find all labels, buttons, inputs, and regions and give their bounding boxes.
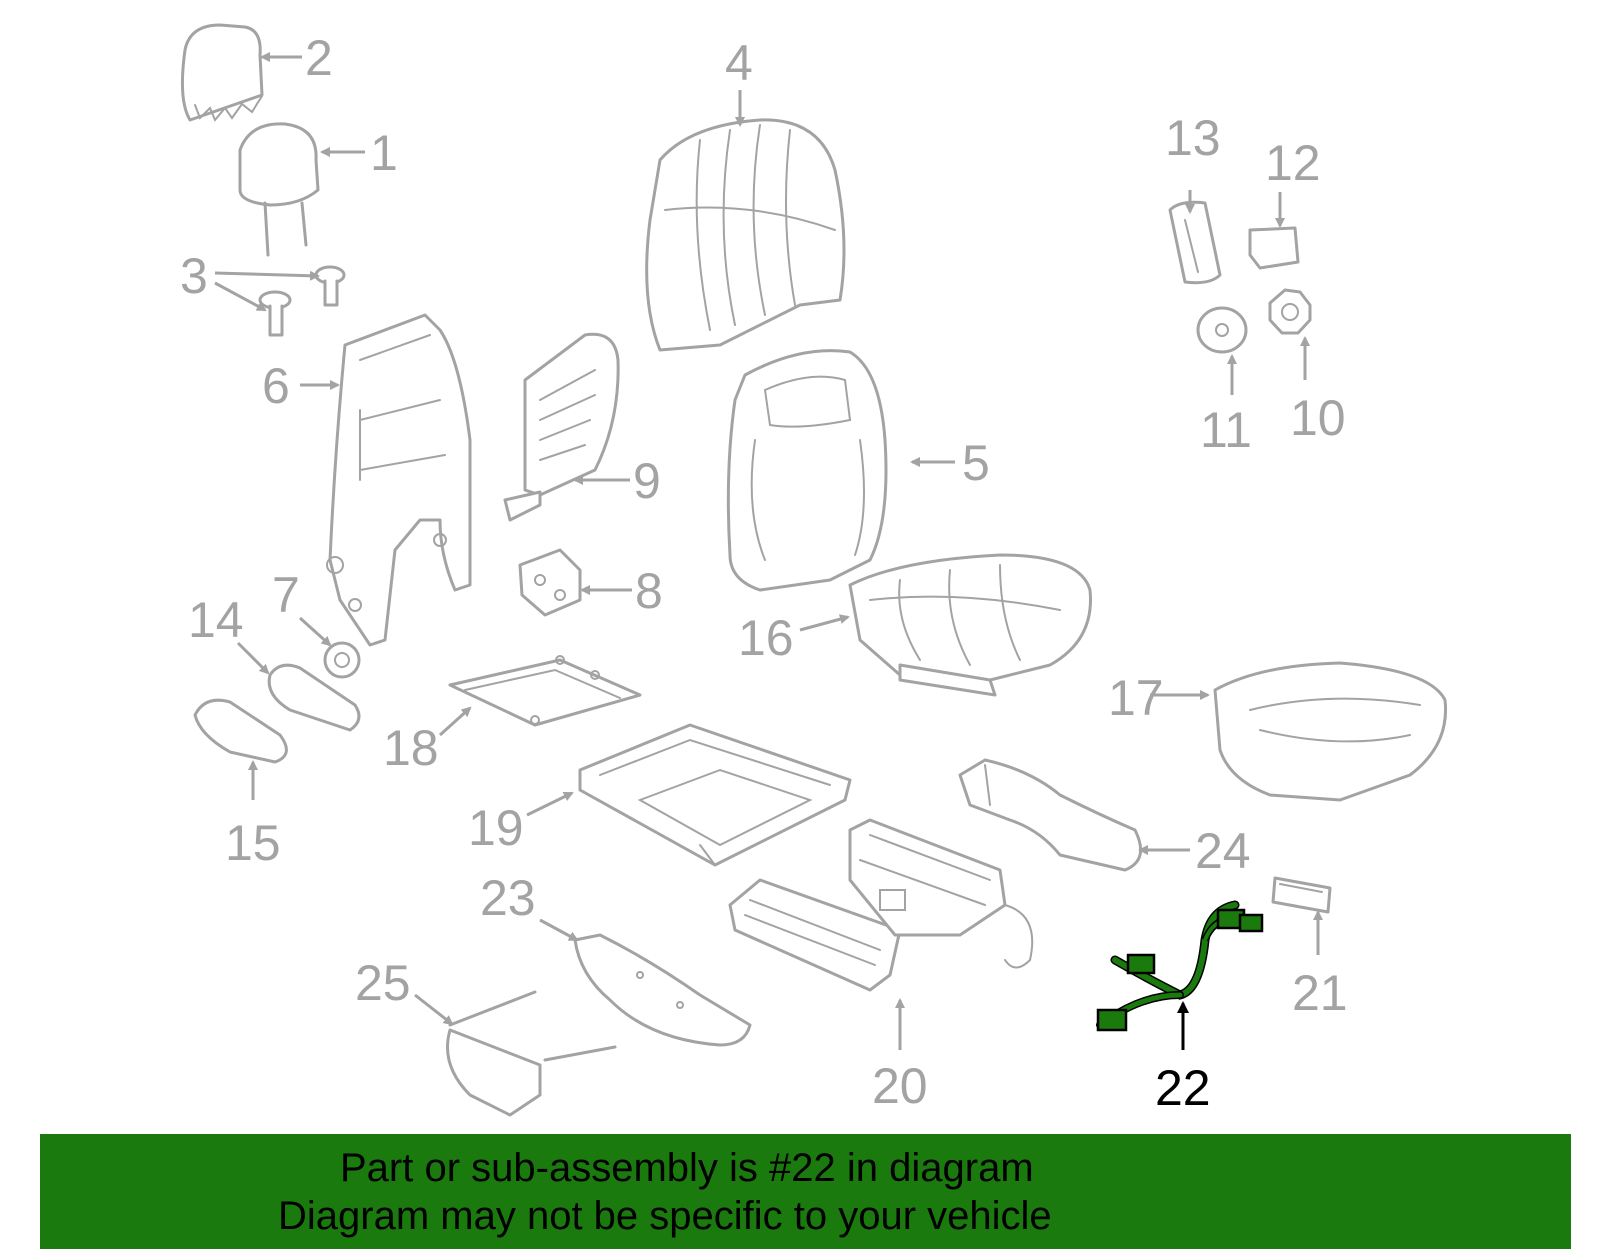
callout-12: 12 bbox=[1265, 135, 1321, 191]
part-25-storage-net bbox=[446, 990, 617, 1117]
callout-21: 21 bbox=[1292, 965, 1348, 1021]
part-7-recline-knob bbox=[323, 641, 361, 679]
callout-6: 6 bbox=[262, 358, 290, 414]
callout-1: 1 bbox=[370, 125, 398, 181]
part-22-wiring-harness bbox=[1096, 900, 1264, 1032]
callout-20: 20 bbox=[872, 1058, 928, 1114]
callout-13: 13 bbox=[1165, 110, 1221, 166]
callout-11: 11 bbox=[1200, 402, 1252, 458]
callout-8: 8 bbox=[635, 563, 663, 619]
part-9-lumbar-support bbox=[503, 332, 620, 522]
callout-5: 5 bbox=[962, 435, 990, 491]
part-4-seatback-cover bbox=[645, 118, 846, 352]
banner-part-note: Part or sub-assembly is #22 in diagram bbox=[340, 1146, 1034, 1190]
part-17-cushion-pad bbox=[1213, 661, 1448, 802]
callout-23: 23 bbox=[480, 870, 536, 926]
part-16-cushion-cover bbox=[848, 553, 1092, 697]
part-18-seat-pan bbox=[448, 655, 642, 727]
part-13-trim-cover bbox=[1168, 200, 1222, 285]
callout-10: 10 bbox=[1290, 390, 1346, 446]
part-10-knob bbox=[1268, 288, 1312, 335]
callout-4: 4 bbox=[725, 35, 753, 91]
callout-17: 17 bbox=[1108, 670, 1164, 726]
part-12-switch bbox=[1248, 226, 1300, 270]
callout-25: 25 bbox=[355, 955, 411, 1011]
callout-14: 14 bbox=[188, 592, 244, 648]
part-1-headrest bbox=[238, 122, 320, 257]
callout-19: 19 bbox=[468, 800, 524, 856]
part-21-switch bbox=[1271, 876, 1332, 914]
part-3-headrest-guides bbox=[258, 265, 346, 337]
part-2-headrest-cover bbox=[180, 23, 264, 122]
leader-lines bbox=[214, 52, 1323, 1050]
callout-24: 24 bbox=[1195, 823, 1251, 879]
callout-9: 9 bbox=[633, 453, 661, 509]
callout-numbers: 1 2 3 4 5 6 7 8 9 10 11 12 13 14 15 16 1… bbox=[180, 30, 1348, 1116]
info-banner: Part or sub-assembly is #22 in diagram D… bbox=[40, 1134, 1571, 1249]
part-5-seatback-pad bbox=[726, 349, 888, 592]
part-6-seatback-frame bbox=[326, 313, 472, 647]
callout-3: 3 bbox=[180, 248, 208, 304]
part-19-seat-frame bbox=[578, 723, 852, 867]
part-23-side-panel bbox=[573, 933, 752, 1047]
part-15-armrest bbox=[193, 698, 288, 764]
callout-16: 16 bbox=[738, 610, 794, 666]
part-8-bracket bbox=[518, 548, 582, 617]
banner-disclaimer: Diagram may not be specific to your vehi… bbox=[278, 1194, 1052, 1238]
callout-7: 7 bbox=[272, 567, 300, 623]
callout-18: 18 bbox=[383, 720, 439, 776]
part-14-armrest-pad bbox=[267, 663, 361, 732]
part-20-seat-adjuster bbox=[728, 818, 1034, 992]
seat-exploded-view: 1 2 3 4 5 6 7 8 9 10 11 12 13 14 15 16 1… bbox=[180, 23, 1448, 1117]
part-11-knob bbox=[1196, 306, 1248, 354]
part-24-side-shield bbox=[958, 758, 1143, 872]
callout-2: 2 bbox=[305, 30, 333, 86]
callout-15: 15 bbox=[225, 815, 281, 871]
callout-22: 22 bbox=[1155, 1060, 1211, 1116]
